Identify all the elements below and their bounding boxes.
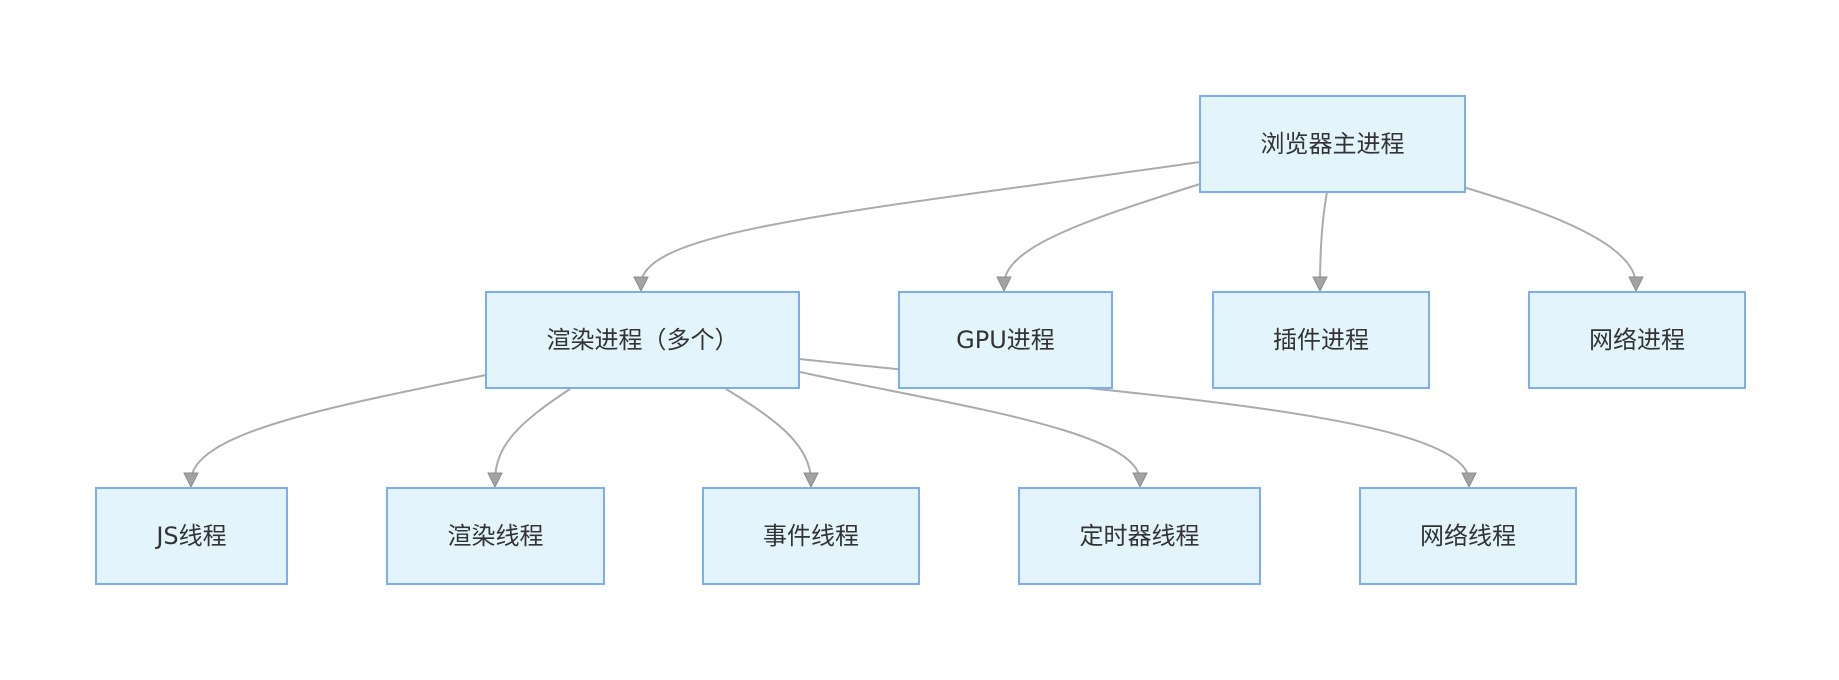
edge-renderer-to-js-thread xyxy=(190,374,487,482)
edge-browser-main-to-gpu xyxy=(1003,183,1201,286)
node-label: 插件进程 xyxy=(1273,326,1369,354)
node-box xyxy=(1199,95,1466,193)
arrowhead-js-thread xyxy=(183,472,199,489)
node-event-thread: 事件线程 xyxy=(702,487,920,585)
edge-browser-main-to-renderer xyxy=(639,161,1201,286)
node-label: 渲染进程（多个） xyxy=(547,326,739,354)
arrowhead-plugin xyxy=(1312,276,1328,293)
arrowhead-render-thread xyxy=(487,472,503,489)
node-box xyxy=(1528,291,1746,389)
node-label: 事件线程 xyxy=(763,522,859,550)
arrowhead-gpu xyxy=(996,276,1012,293)
node-label: 网络线程 xyxy=(1420,522,1516,550)
node-browser-main-process: 浏览器主进程 xyxy=(1199,95,1466,193)
arrowhead-network-thread xyxy=(1461,472,1477,489)
node-label: 定时器线程 xyxy=(1080,522,1200,550)
node-label: JS线程 xyxy=(154,522,226,550)
edge-browser-main-to-network xyxy=(1462,186,1637,286)
node-network-process: 网络进程 xyxy=(1528,291,1746,389)
node-box xyxy=(1359,487,1577,585)
arrowhead-event-thread xyxy=(803,472,819,489)
node-renderer-process: 渲染进程（多个） xyxy=(485,291,800,389)
edge-renderer-to-event-thread xyxy=(725,388,812,482)
edge-renderer-to-timer-thread xyxy=(799,371,1141,482)
arrowhead-renderer xyxy=(633,276,649,293)
edges xyxy=(190,161,1637,482)
node-render-thread: 渲染线程 xyxy=(386,487,605,585)
edge-browser-main-to-plugin xyxy=(1319,191,1328,286)
arrowheads xyxy=(183,276,1644,489)
node-label: 渲染线程 xyxy=(448,522,544,550)
node-box xyxy=(1018,487,1261,585)
node-label: 浏览器主进程 xyxy=(1261,130,1405,158)
node-network-thread: 网络线程 xyxy=(1359,487,1577,585)
arrowhead-timer-thread xyxy=(1132,472,1148,489)
edge-renderer-to-render-thread xyxy=(494,388,571,482)
node-js-thread: JS线程 xyxy=(95,487,288,585)
node-box xyxy=(386,487,605,585)
node-box xyxy=(485,291,800,389)
node-plugin-process: 插件进程 xyxy=(1212,291,1430,389)
node-timer-thread: 定时器线程 xyxy=(1018,487,1261,585)
node-box xyxy=(95,487,288,585)
node-box xyxy=(1212,291,1430,389)
node-box xyxy=(702,487,920,585)
node-label: 网络进程 xyxy=(1589,326,1685,354)
node-gpu-process: GPU进程 xyxy=(898,291,1113,389)
node-box xyxy=(898,291,1113,389)
arrowhead-network xyxy=(1628,276,1644,293)
node-label: GPU进程 xyxy=(956,326,1055,354)
